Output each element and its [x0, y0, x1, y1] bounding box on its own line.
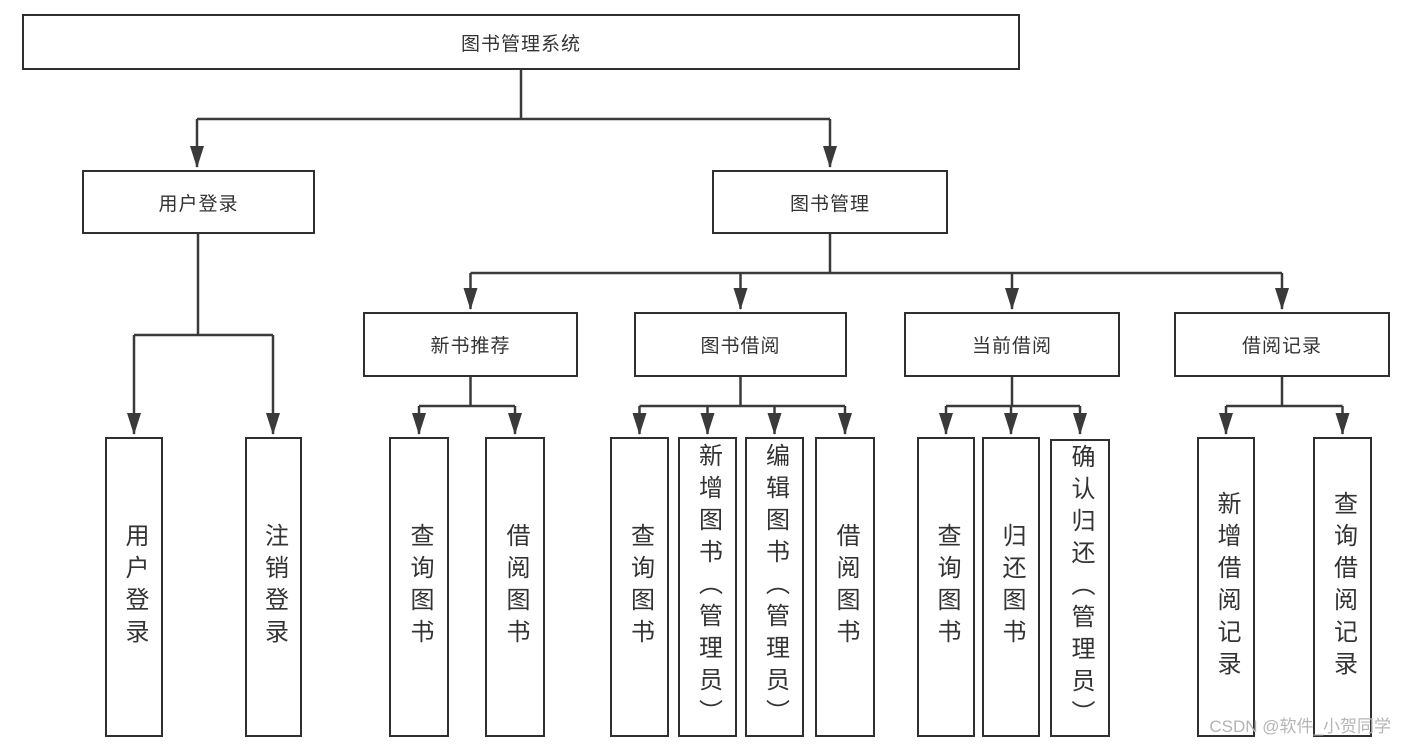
leaf-query-books-current: 查询图书 — [917, 437, 975, 737]
leaf-borrow-books-recommend-label: 借阅图书 — [502, 523, 529, 651]
leaf-add-borrow-record-label: 新增借阅记录 — [1213, 491, 1240, 683]
node-book-management-label: 图书管理 — [789, 193, 870, 215]
node-root-label: 图书管理系统 — [460, 33, 581, 55]
leaf-logout: 注销登录 — [245, 437, 302, 737]
node-user-login: 用户登录 — [82, 170, 315, 234]
leaf-add-books-admin: 新增图书（管理员） — [678, 437, 737, 737]
node-current-borrowing: 当前借阅 — [904, 312, 1120, 377]
node-user-login-label: 用户登录 — [158, 193, 239, 215]
leaf-edit-books-admin: 编辑图书（管理员） — [745, 437, 804, 737]
leaf-query-books-current-label: 查询图书 — [933, 523, 960, 651]
leaf-logout-label: 注销登录 — [260, 523, 288, 651]
node-borrowing-records: 借阅记录 — [1174, 312, 1390, 377]
leaf-query-books-recommend: 查询图书 — [389, 437, 449, 737]
leaf-confirm-return-admin: 确认归还（管理员） — [1050, 439, 1110, 737]
leaf-user-login: 用户登录 — [105, 437, 163, 737]
leaf-add-borrow-record: 新增借阅记录 — [1197, 437, 1255, 737]
watermark: CSDN @软件_小贺同学 — [1209, 717, 1391, 736]
node-book-borrowing: 图书借阅 — [634, 312, 847, 377]
leaf-query-books-recommend-label: 查询图书 — [406, 523, 433, 651]
leaf-query-borrow-record: 查询借阅记录 — [1313, 437, 1372, 737]
leaf-query-books-borrowing: 查询图书 — [610, 437, 669, 737]
leaf-return-books-label: 归还图书 — [998, 523, 1025, 651]
leaf-user-login-label: 用户登录 — [121, 523, 148, 651]
node-new-book-recommend-label: 新书推荐 — [430, 336, 511, 357]
leaf-query-borrow-record-label: 查询借阅记录 — [1329, 491, 1357, 683]
node-book-borrowing-label: 图书借阅 — [700, 336, 781, 357]
leaf-borrow-books-recommend: 借阅图书 — [485, 437, 545, 737]
leaf-borrow-books-borrowing-label: 借阅图书 — [832, 523, 859, 651]
leaf-query-books-borrowing-label: 查询图书 — [626, 523, 654, 651]
node-current-borrowing-label: 当前借阅 — [971, 336, 1052, 357]
leaf-confirm-return-admin-label: 确认归还（管理员） — [1067, 444, 1094, 732]
node-new-book-recommend: 新书推荐 — [363, 312, 578, 377]
node-root: 图书管理系统 — [22, 14, 1020, 70]
leaf-return-books: 归还图书 — [982, 437, 1040, 737]
leaf-add-books-admin-label: 新增图书（管理员） — [694, 443, 722, 731]
node-book-management: 图书管理 — [712, 170, 948, 234]
leaf-borrow-books-borrowing: 借阅图书 — [815, 437, 875, 737]
leaf-edit-books-admin-label: 编辑图书（管理员） — [761, 443, 789, 731]
node-borrowing-records-label: 借阅记录 — [1241, 336, 1322, 357]
